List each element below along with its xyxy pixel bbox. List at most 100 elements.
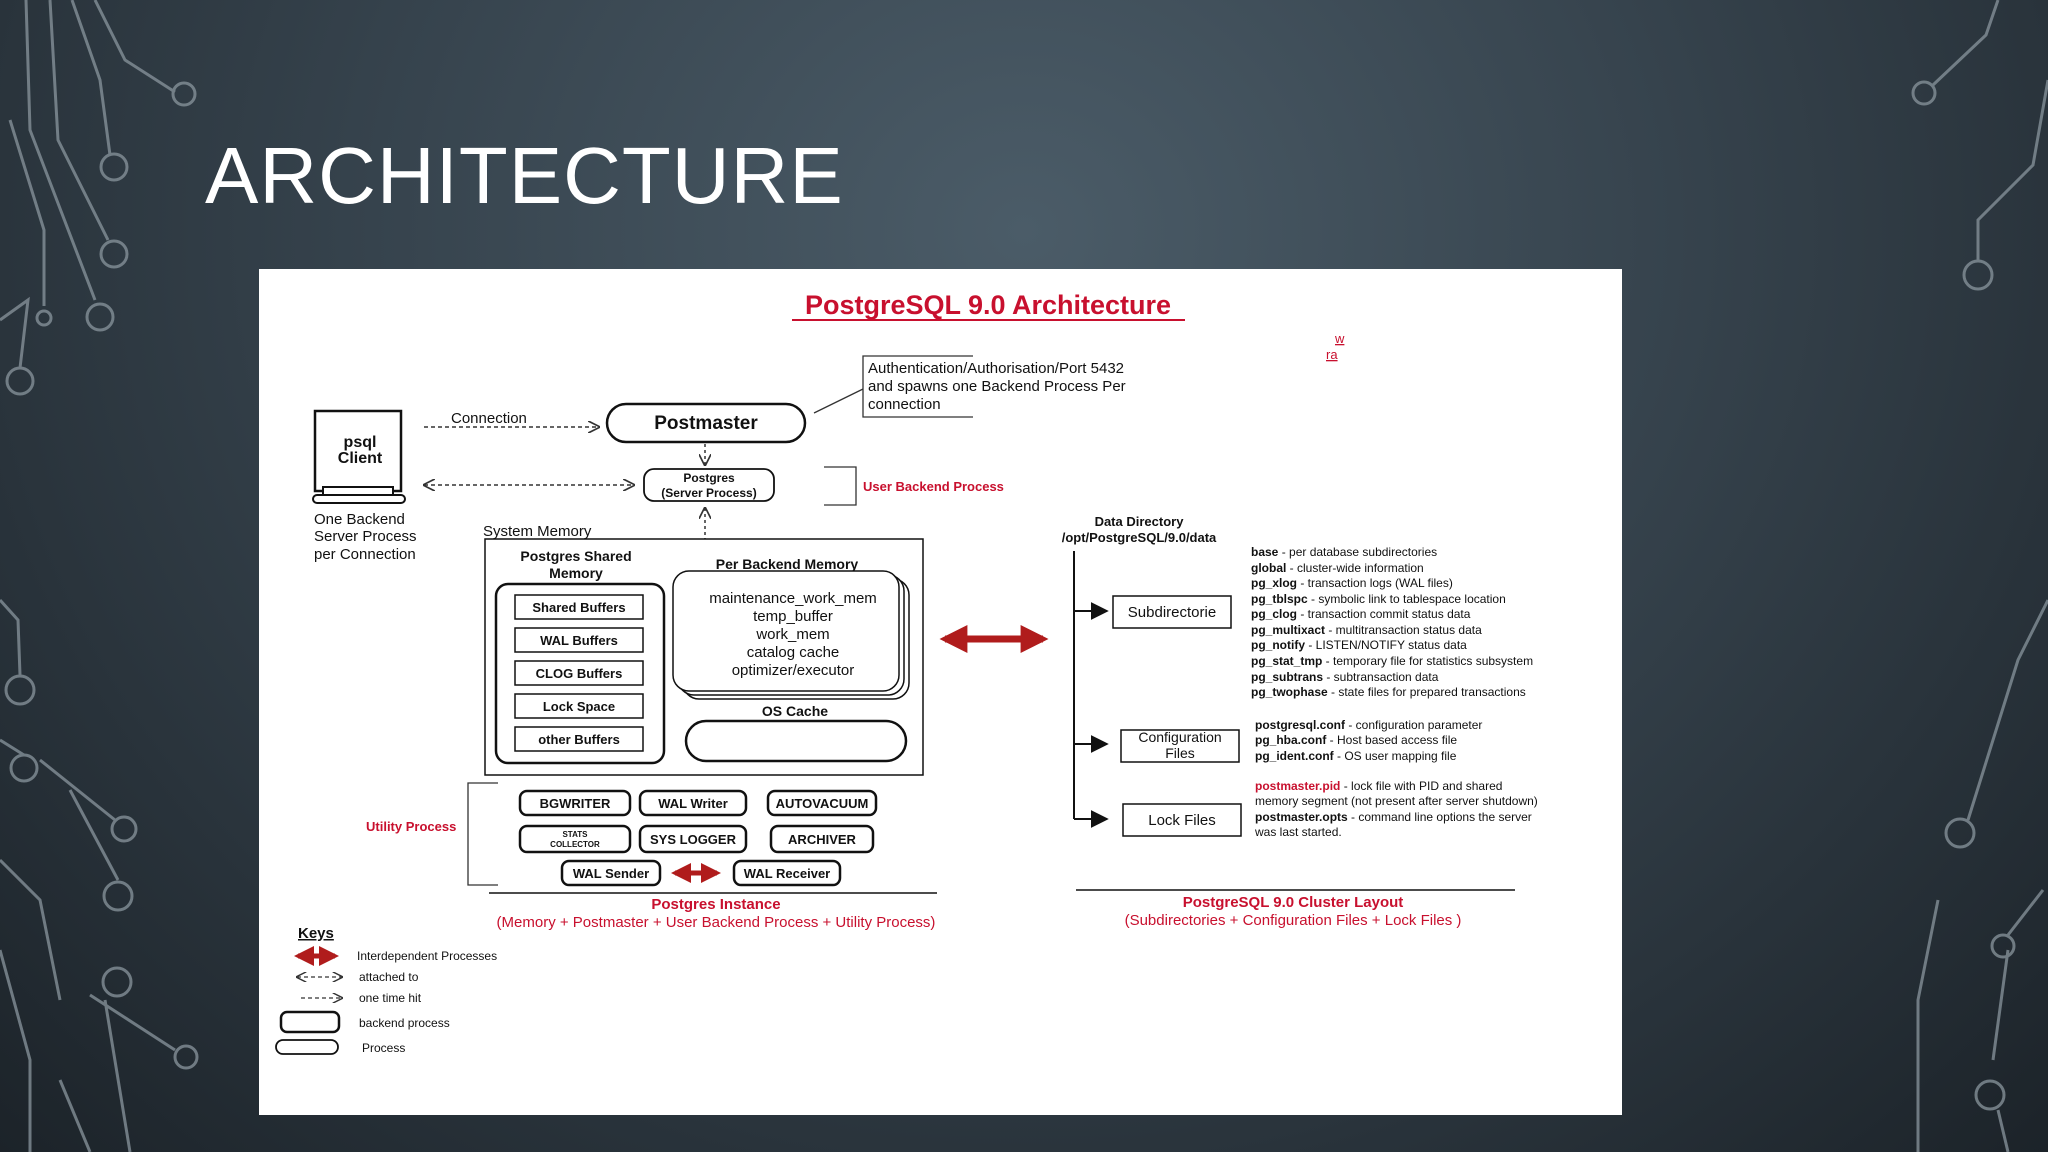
subdirectory-entries: base - per database subdirectories globa… bbox=[1251, 545, 1533, 699]
subdir-name: pg_subtrans bbox=[1251, 670, 1323, 684]
circuit-decoration-left bbox=[0, 0, 199, 1152]
cluster-subtitle: (Subdirectories + Configuration Files + … bbox=[1125, 912, 1462, 929]
per-backend-item-1: maintenance_work_mem bbox=[709, 590, 877, 607]
stats-label: STATS bbox=[562, 830, 588, 839]
config-desc: - Host based access file bbox=[1326, 733, 1457, 747]
key-attached-label: attached to bbox=[359, 970, 419, 984]
key-backend-swatch bbox=[279, 1010, 341, 1034]
subdir-desc: - cluster-wide information bbox=[1286, 561, 1423, 575]
lock-pid-desc: - lock file with PID and shared bbox=[1340, 779, 1502, 793]
subdirectorie-label: Subdirectorie bbox=[1128, 604, 1216, 621]
per-backend-title: Per Backend Memory bbox=[716, 556, 859, 572]
svg-text:postgresql.conf - configuratio: postgresql.conf - configuration paramete… bbox=[1255, 718, 1482, 732]
subdir-name: pg_clog bbox=[1251, 607, 1297, 621]
lock-space-label: Lock Space bbox=[543, 699, 615, 714]
config-name: postgresql.conf bbox=[1255, 718, 1346, 732]
config-desc: - OS user mapping file bbox=[1334, 749, 1457, 763]
lock-pid-name: postmaster.pid bbox=[1255, 779, 1340, 793]
subdir-desc: - multitransaction status data bbox=[1325, 623, 1482, 637]
subdir-name: pg_multixact bbox=[1251, 623, 1325, 637]
auth-note-line-1: Authentication/Authorisation/Port 5432 bbox=[868, 360, 1124, 377]
key-process-label: Process bbox=[362, 1041, 405, 1055]
subdir-name: global bbox=[1251, 561, 1286, 575]
sys-logger-label: SYS LOGGER bbox=[650, 832, 737, 847]
subdir-name: pg_tblspc bbox=[1251, 592, 1308, 606]
wal-buffers-label: WAL Buffers bbox=[540, 633, 618, 648]
client-label-2: Client bbox=[338, 450, 383, 467]
subdir-name: base bbox=[1251, 545, 1279, 559]
wal-receiver-label: WAL Receiver bbox=[744, 866, 830, 881]
config-desc: - configuration parameter bbox=[1345, 718, 1482, 732]
cluster-title: PostgreSQL 9.0 Cluster Layout bbox=[1183, 894, 1404, 911]
keys-title: Keys bbox=[298, 925, 334, 942]
client-label-1: psql bbox=[344, 434, 377, 451]
connection-label: Connection bbox=[451, 410, 527, 427]
psql-client-monitor: psql Client bbox=[312, 409, 406, 504]
user-backend-label: User Backend Process bbox=[863, 479, 1004, 494]
config-files-label-1: Configuration bbox=[1138, 729, 1221, 745]
utility-process-bracket bbox=[467, 782, 498, 886]
os-cache-title: OS Cache bbox=[762, 703, 828, 719]
svg-text:base - per database subdirecto: base - per database subdirectories bbox=[1251, 545, 1437, 559]
lock-line-4: was last started. bbox=[1254, 825, 1342, 839]
wal-sender-label: WAL Sender bbox=[573, 866, 649, 881]
subdir-desc: - per database subdirectories bbox=[1278, 545, 1437, 559]
server-process-label-1: Postgres bbox=[683, 471, 735, 485]
clog-buffers-label: CLOG Buffers bbox=[536, 666, 623, 681]
key-interdependent-label: Interdependent Processes bbox=[357, 949, 497, 963]
auth-note-line-3: connection bbox=[868, 396, 941, 413]
auth-note-line-2: and spawns one Backend Process Per bbox=[868, 378, 1126, 395]
subdir-desc: - state files for prepared transactions bbox=[1328, 685, 1526, 699]
utility-process-label: Utility Process bbox=[366, 819, 456, 834]
server-process-box bbox=[643, 468, 775, 502]
os-cache-box bbox=[684, 719, 908, 763]
diagram-heading: PostgreSQL 9.0 Architecture bbox=[805, 290, 1171, 320]
lock-line-2: memory segment (not present after server… bbox=[1255, 794, 1538, 808]
client-caption-2: Server Process bbox=[314, 528, 417, 545]
collector-label: COLLECTOR bbox=[550, 840, 600, 849]
config-files-box bbox=[1120, 729, 1240, 763]
autovacuum-label: AUTOVACUUM bbox=[776, 796, 869, 811]
svg-text:pg_multixact - multitransactio: pg_multixact - multitransaction status d… bbox=[1251, 623, 1482, 637]
subdir-desc: - temporary file for statistics subsyste… bbox=[1322, 654, 1533, 668]
svg-text:pg_hba.conf - Host based acces: pg_hba.conf - Host based access file bbox=[1255, 733, 1457, 747]
config-entries: postgresql.conf - configuration paramete… bbox=[1255, 718, 1482, 763]
svg-text:postmaster.pid - lock file wit: postmaster.pid - lock file with PID and … bbox=[1255, 779, 1502, 793]
instance-subtitle: (Memory + Postmaster + User Backend Proc… bbox=[497, 914, 936, 931]
svg-text:pg_twophase - state files for: pg_twophase - state files for prepared t… bbox=[1251, 685, 1526, 699]
key-one-time-label: one time hit bbox=[359, 991, 422, 1005]
lock-files-label: Lock Files bbox=[1148, 812, 1216, 829]
utility-process-boxes: BGWRITER WAL Writer AUTOVACUUM STATS COL… bbox=[518, 789, 878, 887]
per-backend-item-5: optimizer/executor bbox=[732, 662, 855, 679]
client-caption-1: One Backend bbox=[314, 511, 405, 528]
shared-buffers-label: Shared Buffers bbox=[532, 600, 625, 615]
subdir-desc: - transaction commit status data bbox=[1297, 607, 1471, 621]
subdir-desc: - symbolic link to tablespace location bbox=[1308, 592, 1506, 606]
wal-writer-label: WAL Writer bbox=[658, 796, 728, 811]
subdir-desc: - transaction logs (WAL files) bbox=[1297, 576, 1453, 590]
subdir-name: pg_notify bbox=[1251, 638, 1305, 652]
postmaster-box bbox=[605, 402, 807, 444]
client-caption-3: per Connection bbox=[314, 546, 416, 563]
svg-text:global - cluster-wide informat: global - cluster-wide information bbox=[1251, 561, 1424, 575]
subdir-name: pg_twophase bbox=[1251, 685, 1328, 699]
subdir-desc: - LISTEN/NOTIFY status data bbox=[1305, 638, 1467, 652]
corner-note-2: ra bbox=[1326, 347, 1338, 362]
per-backend-item-2: temp_buffer bbox=[753, 608, 833, 625]
other-buffers-label: other Buffers bbox=[538, 732, 620, 747]
shared-memory-title-2: Memory bbox=[549, 565, 603, 581]
config-name: pg_hba.conf bbox=[1255, 733, 1327, 747]
lock-files-box bbox=[1122, 803, 1242, 837]
svg-text:pg_clog - transaction commit s: pg_clog - transaction commit status data bbox=[1251, 607, 1471, 621]
config-files-label-2: Files bbox=[1165, 745, 1195, 761]
svg-text:pg_ident.conf - OS user mappin: pg_ident.conf - OS user mapping file bbox=[1255, 749, 1457, 763]
slide-title: ARCHITECTURE bbox=[205, 131, 844, 220]
per-backend-item-4: catalog cache bbox=[747, 644, 840, 661]
subdir-desc: - subtransaction data bbox=[1323, 670, 1439, 684]
user-backend-bracket bbox=[824, 466, 857, 506]
shared-memory-items: Shared Buffers WAL Buffers CLOG Buffers … bbox=[514, 594, 644, 752]
instance-title: Postgres Instance bbox=[651, 896, 780, 913]
circuit-decoration-right bbox=[1911, 0, 2048, 1152]
config-name: pg_ident.conf bbox=[1255, 749, 1335, 763]
auth-note-bracket bbox=[862, 355, 973, 418]
